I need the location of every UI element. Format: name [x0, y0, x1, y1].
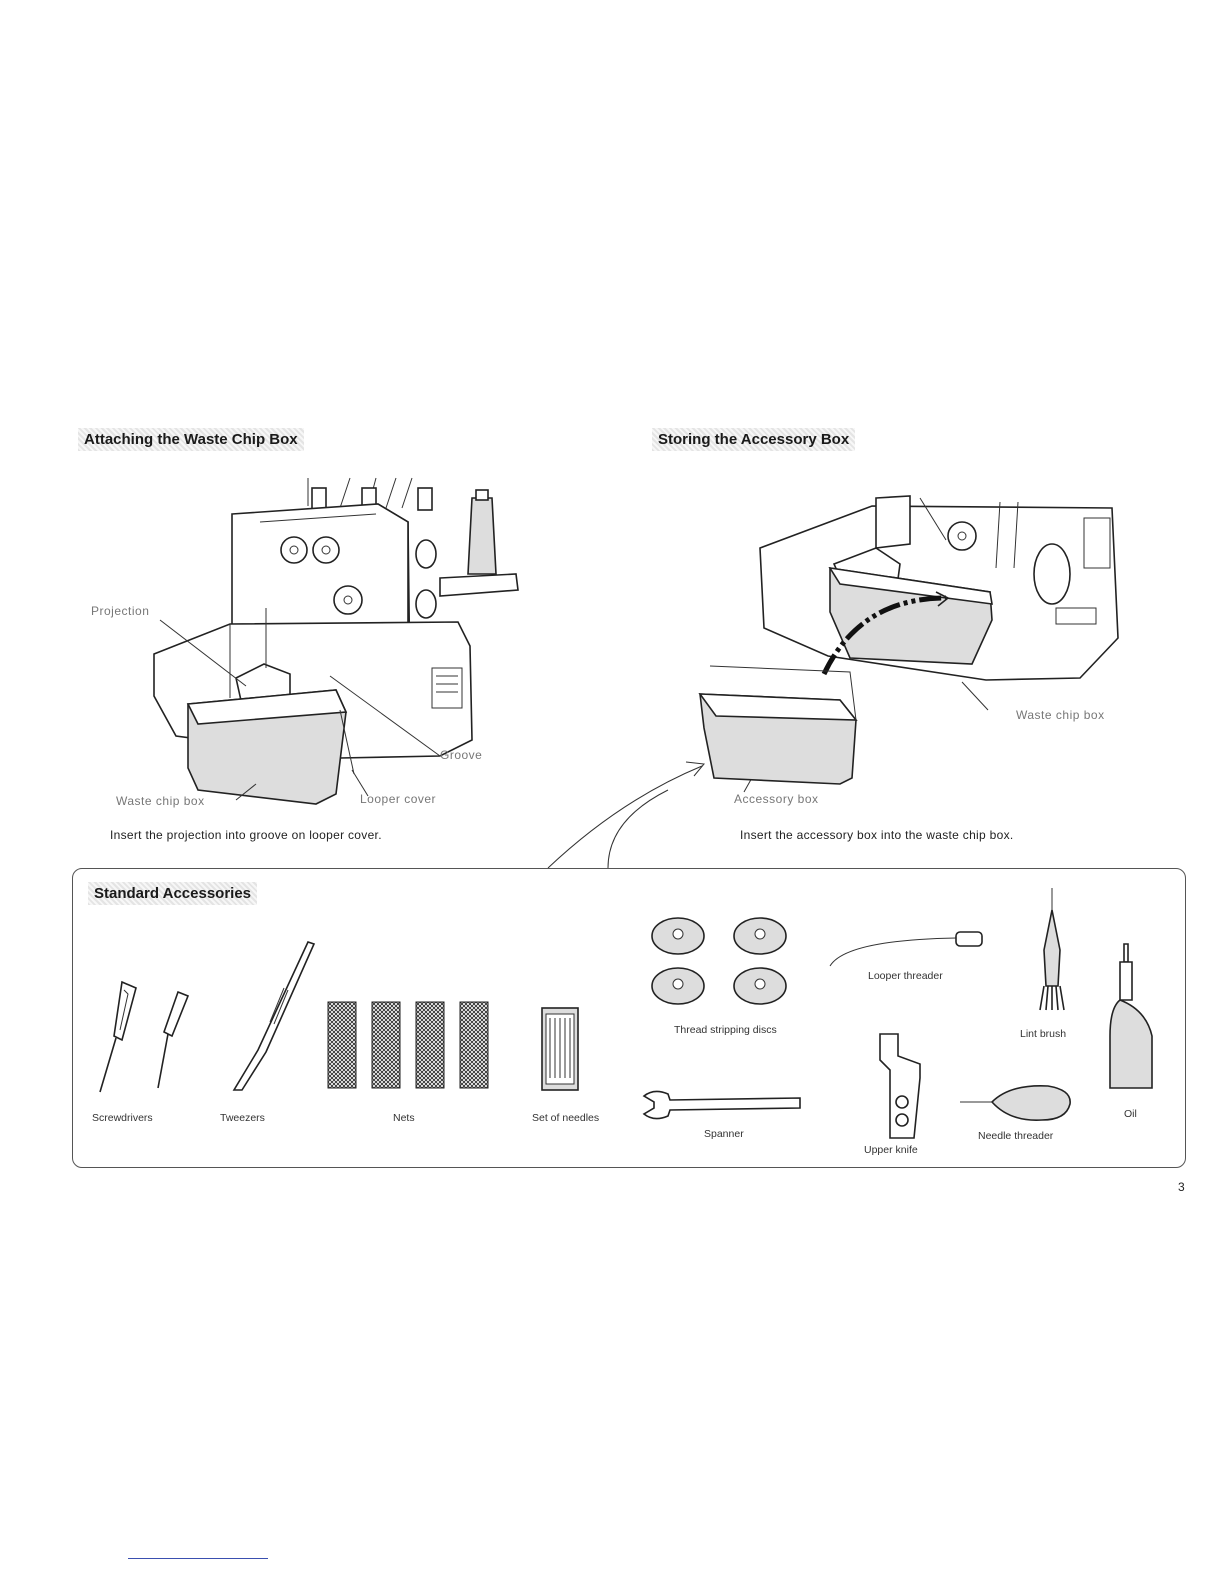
footer-rule — [128, 1558, 268, 1559]
standard-accessories-frame — [72, 868, 1186, 1168]
spanner-label: Spanner — [704, 1128, 744, 1140]
lint-brush-label: Lint brush — [1020, 1028, 1067, 1040]
groove-label: Groove — [440, 748, 483, 762]
lint-brush-icon — [1039, 888, 1065, 1011]
waste-chip-heading: Attaching the Waste Chip Box — [78, 428, 304, 451]
discs-label: Thread stripping discs — [674, 1024, 777, 1036]
looper-cover-label: Looper cover — [360, 792, 437, 806]
serger-waste-chip-illustration — [153, 477, 519, 805]
needles-icon — [541, 1007, 579, 1091]
nets-label: Nets — [393, 1112, 415, 1124]
oil-label: Oil — [1124, 1108, 1137, 1120]
screwdrivers-icon — [99, 980, 190, 1093]
tweezers-icon — [232, 941, 316, 1091]
standard-accessories-heading: Standard Accessories — [88, 882, 258, 905]
accessory-box-illustration — [698, 495, 1119, 785]
waste-chip-box-label: Waste chip box — [116, 794, 205, 808]
upper-knife-label: Upper knife — [864, 1144, 918, 1156]
waste-chip-box-label-right: Waste chip box — [1016, 708, 1105, 722]
needles-label: Set of needles — [532, 1112, 600, 1124]
upper-knife-icon — [879, 1033, 921, 1139]
accessory-box-label: Accessory box — [734, 792, 819, 806]
oil-bottle-icon — [1109, 943, 1153, 1089]
needle-threader-label: Needle threader — [978, 1130, 1054, 1142]
screwdrivers-label: Screwdrivers — [92, 1112, 153, 1124]
looper-threader-icon — [829, 931, 983, 967]
spanner-icon — [642, 1090, 801, 1120]
looper-threader-label: Looper threader — [868, 970, 943, 982]
accessory-box-heading: Storing the Accessory Box — [652, 428, 856, 451]
waste-chip-caption: Insert the projection into groove on loo… — [110, 828, 382, 842]
projection-label: Projection — [91, 604, 150, 618]
page-number: 3 — [1178, 1180, 1185, 1194]
thread-stripping-discs-icon — [651, 917, 787, 1005]
nets-icon — [327, 1001, 489, 1089]
tweezers-label: Tweezers — [220, 1112, 265, 1124]
accessory-box-caption: Insert the accessory box into the waste … — [740, 828, 1014, 842]
needle-threader-icon — [960, 1085, 1071, 1121]
